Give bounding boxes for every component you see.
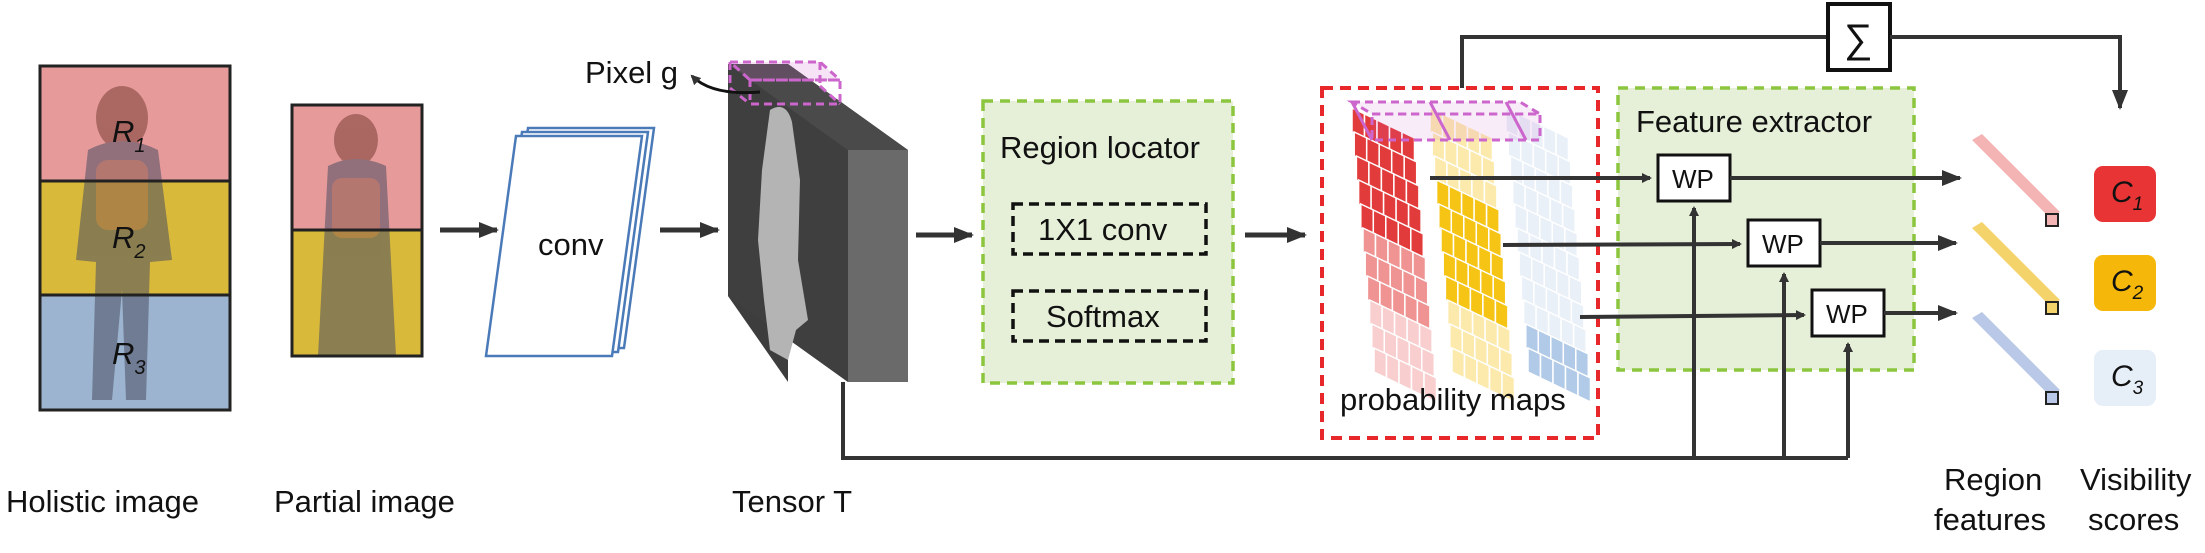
prob-map-cell [1539,352,1554,386]
probability-maps: probability maps [1320,86,1600,440]
prob-map-cell [1416,298,1431,332]
prob-map-cell [1527,346,1542,380]
prob-map-cell [1501,370,1516,404]
region-locator-title: Region locator [1000,130,1200,165]
prob-map-cell [1559,178,1574,212]
prob-map-cell [1561,202,1576,236]
holistic-image: R1 R2 R3 Holistic image [6,64,232,519]
prob-map-cell [1451,346,1466,380]
region-label-1: R1 [112,114,146,157]
prob-map-cell [1564,364,1579,398]
prob-map-3 [1505,106,1592,404]
prob-map-2 [1429,106,1516,404]
arrow-sum-to-scores [1890,35,2128,110]
prob-map-cell [1385,352,1400,386]
tensor-caption: Tensor T [732,484,852,519]
prob-map-1 [1351,106,1438,404]
prob-map-cell [1418,322,1433,356]
prob-maps-frame [1320,86,1600,440]
conv-label: conv [538,227,604,262]
pixel-g-pointer [690,74,761,95]
softmax-label: Softmax [1046,299,1160,334]
wp-box-3 [1810,288,1886,338]
score-box-3 [2094,350,2156,406]
tensor-silhouette [758,106,808,360]
partial-caption: Partial image [274,484,455,519]
prob-map-stack [1346,100,1592,404]
region-features-caption-1: Region [1944,462,2042,497]
score-label-3: C3 [2111,360,2144,399]
visibility-scores: C1 C2 C3 Visibility scores [2080,166,2192,537]
prob-map-cell [1570,298,1585,332]
feature-extractor-title: Feature extractor [1636,104,1872,139]
person-silhouette [76,86,172,400]
maps-pixel-highlight [1346,100,1546,142]
prob-maps-label: probability maps [1340,382,1566,417]
wp-box-2 [1746,218,1822,268]
region-label-2: R2 [112,220,146,263]
wp-label-1: WP [1672,164,1714,194]
wp-label-2: WP [1762,229,1804,259]
visibility-caption-2: scores [2088,502,2179,537]
sum-symbol: ∑ [1844,17,1873,61]
region-feature-2 [1972,222,2060,315]
prob-map-cell [1463,352,1478,386]
feature-extractor: Feature extractor WP WP WP [1616,86,1916,372]
softmax-box [1011,289,1208,343]
prob-map-cell [1421,346,1436,380]
region-features: Region features [1934,134,2060,537]
region-feature-3 [1972,312,2060,405]
conv1x1-label: 1X1 conv [1038,212,1168,247]
score-box-1 [2094,166,2156,222]
prob-map-cell [1494,298,1509,332]
prob-map-cell [1555,130,1570,164]
prob-map-cell [1373,346,1388,380]
conv-block: conv [484,126,656,358]
arrow-maps-to-sum [1460,35,1826,88]
region-feature-1 [1972,134,2060,227]
holistic-caption: Holistic image [6,484,199,519]
prob-map-cell [1568,274,1583,308]
wp-box-1 [1656,153,1732,203]
prob-map-cell [1577,370,1592,404]
score-label-2: C2 [2111,265,2144,304]
region-label-3: R3 [112,336,146,379]
tensor-t: Pixel g Tensor T [585,55,908,519]
score-box-2 [2094,255,2156,311]
wp-label-3: WP [1826,299,1868,329]
sum-block: ∑ [1460,2,2128,110]
visibility-caption-1: Visibility [2080,462,2192,497]
pixel-g-highlight [726,60,844,106]
score-label-1: C1 [2111,176,2143,215]
prob-map-cell [1496,322,1511,356]
tensor-skip-line [841,382,1848,460]
prob-map-cell [1423,370,1438,404]
conv1x1-box [1011,202,1208,256]
prob-map-cell [1566,250,1581,284]
prob-map-cell [1499,346,1514,380]
pixel-g-label: Pixel g [585,55,678,90]
region-features-caption-2: features [1934,502,2046,537]
sum-box [1826,2,1892,72]
region-locator: Region locator 1X1 conv Softmax [981,99,1235,385]
arrow-map2-to-wp2 [1502,239,1742,250]
partial-image: Partial image [274,103,455,519]
